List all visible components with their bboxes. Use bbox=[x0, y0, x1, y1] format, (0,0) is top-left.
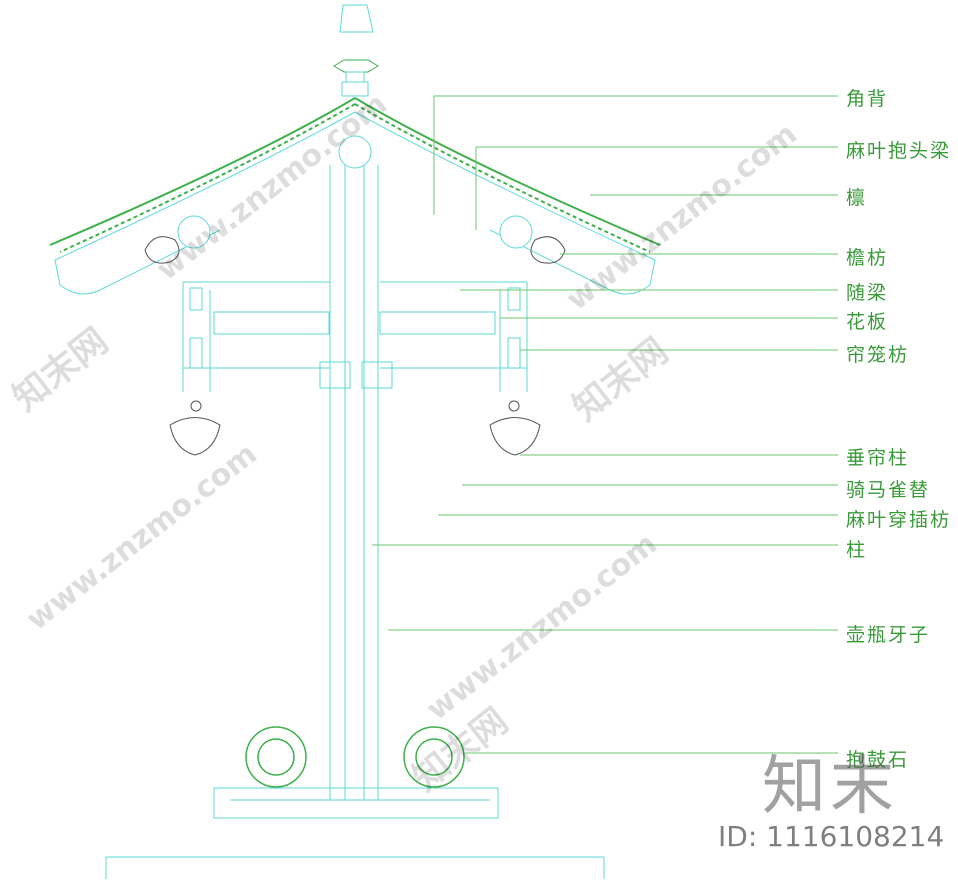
ornaments bbox=[144, 236, 566, 456]
label-lianlongfang: 帘笼枋 bbox=[846, 344, 910, 366]
watermark-id: ID: 1116108214 bbox=[718, 820, 945, 853]
frame bbox=[105, 165, 605, 879]
roof-finial bbox=[333, 4, 379, 97]
label-qimaqueti: 骑马雀替 bbox=[846, 479, 931, 501]
leader-line bbox=[475, 146, 838, 230]
roof-tiles bbox=[49, 97, 661, 253]
drum-stones bbox=[245, 726, 465, 788]
label-chuilianzhu: 垂帘柱 bbox=[846, 447, 910, 469]
label-baogushi: 抱鼓石 bbox=[846, 749, 910, 771]
leader-lines bbox=[372, 95, 838, 754]
watermark-brand: 知末 bbox=[762, 750, 898, 824]
label-jiaobei: 角背 bbox=[846, 88, 889, 110]
leader-line bbox=[433, 95, 838, 215]
label-hupingyazi: 壶瓶牙子 bbox=[846, 624, 931, 646]
label-suiliang: 随梁 bbox=[846, 282, 889, 304]
label-maye-baotouliang: 麻叶抱头梁 bbox=[846, 140, 952, 162]
label-yanfang: 檐枋 bbox=[846, 247, 889, 269]
label-zhu: 柱 bbox=[846, 539, 868, 561]
label-huaban: 花板 bbox=[846, 311, 889, 333]
label-maye-chuanchafang: 麻叶穿插枋 bbox=[846, 509, 952, 531]
label-lin: 檩 bbox=[846, 187, 868, 209]
purlins bbox=[177, 135, 533, 249]
